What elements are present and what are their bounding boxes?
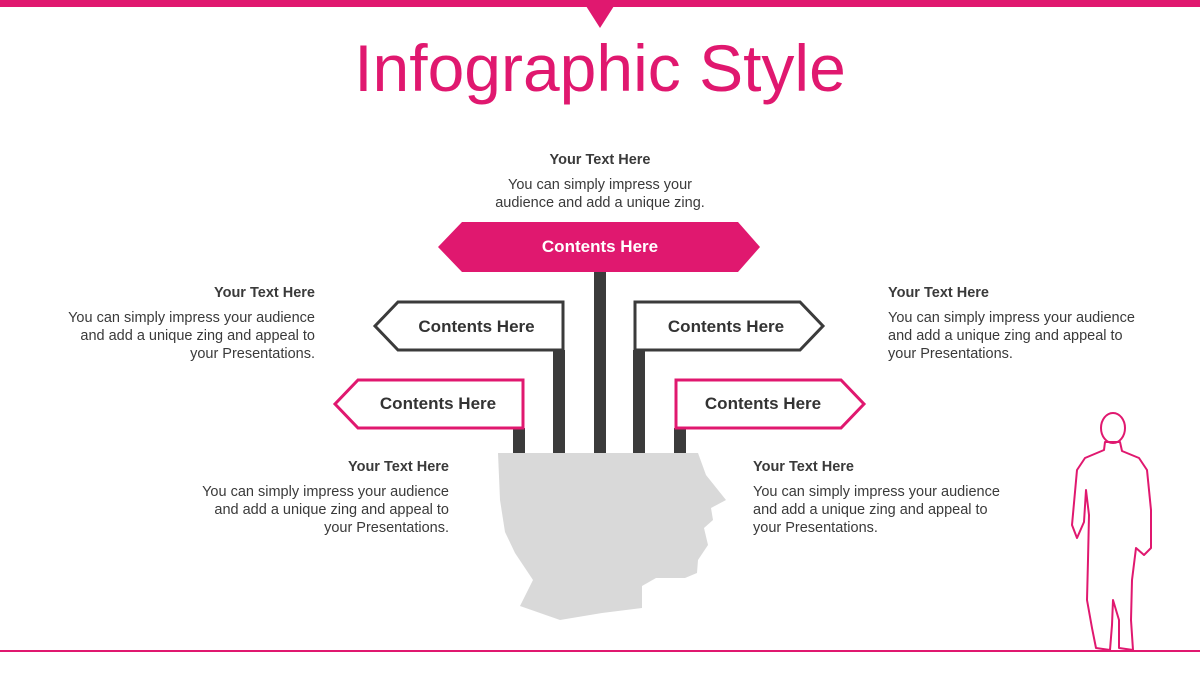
text-block-lower-right-heading: Your Text Here [753, 459, 854, 475]
sign-lower-right-label: Contents Here [704, 394, 822, 413]
pole-lower-left [513, 428, 525, 460]
pole-upper-right [633, 350, 645, 460]
text-block-top-heading: Your Text Here [549, 152, 651, 168]
sign-upper-left-label: Contents Here [418, 317, 535, 336]
head-silhouette [498, 453, 726, 620]
bottom-accent-line [0, 650, 1200, 652]
sign-lower-left-shape [332, 378, 525, 430]
text-block-lower-left-heading: Your Text Here [348, 459, 449, 475]
text-block-upper-right-body: You can simply impress your audience and… [888, 310, 1135, 362]
text-block-lower-right-body: You can simply impress your audience and… [753, 484, 1000, 536]
text-block-upper-left-body: You can simply impress your audience and… [68, 310, 315, 362]
sign-upper-right-label: Contents Here [667, 317, 785, 336]
walking-man-icon [1071, 412, 1152, 651]
sign-lower-left-label: Contents Here [379, 394, 497, 413]
text-block-top-body: You can simply impress your audience and… [495, 177, 705, 211]
sign-lower-right-shape [674, 378, 867, 430]
sign-upper-left-shape [372, 300, 565, 352]
text-block-upper-left-heading: Your Text Here [214, 285, 315, 301]
page-title: Infographic Style [354, 31, 846, 105]
text-block-top: Your Text Here You can simply impress yo… [470, 152, 730, 212]
text-block-upper-right: Your Text Here You can simply impress yo… [888, 285, 1148, 363]
text-block-lower-right: Your Text Here You can simply impress yo… [753, 459, 1013, 537]
top-notch-triangle [586, 6, 614, 28]
pole-upper-left [553, 350, 565, 460]
text-block-lower-left-body: You can simply impress your audience and… [202, 484, 449, 536]
sign-top-shape [438, 222, 760, 272]
pole-lower-right [674, 428, 686, 460]
top-accent-bar [0, 0, 1200, 7]
text-block-upper-right-heading: Your Text Here [888, 285, 989, 301]
text-block-lower-left: Your Text Here You can simply impress yo… [189, 459, 449, 537]
text-block-upper-left: Your Text Here You can simply impress yo… [55, 285, 315, 363]
pole-center [594, 270, 606, 460]
sign-top-label: Contents Here [541, 237, 659, 256]
sign-upper-right-shape [633, 300, 826, 352]
